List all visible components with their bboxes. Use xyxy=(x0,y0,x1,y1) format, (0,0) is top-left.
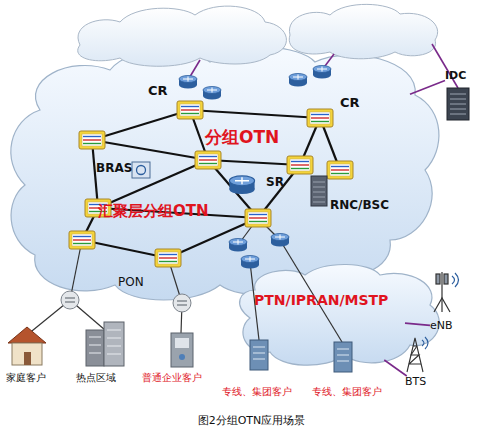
node-label: BTS xyxy=(405,376,426,389)
node-label: 专线、集团客户 xyxy=(312,386,382,398)
building xyxy=(86,330,104,366)
router-label: CR xyxy=(340,96,360,111)
node-label: IDC xyxy=(445,70,466,83)
leased-line-device xyxy=(250,340,268,370)
onu-mark xyxy=(65,298,75,302)
node-label: RNC/BSC xyxy=(330,199,389,213)
antenna-panel xyxy=(444,274,448,284)
node-label: 普通企业客户 xyxy=(142,372,202,384)
router-label: SR xyxy=(266,176,284,190)
otn-switch xyxy=(307,109,333,127)
datacenter-label: IDC xyxy=(445,70,466,83)
otn-switch xyxy=(155,249,181,267)
controller-label: RNC/BSC xyxy=(330,199,389,213)
router-icon xyxy=(289,74,307,87)
node-label: eNB xyxy=(430,320,453,333)
cloud-shape xyxy=(240,264,440,365)
idc-rack-icon xyxy=(447,88,469,120)
antenna-base xyxy=(434,298,450,312)
antenna-panel xyxy=(436,274,440,284)
customer-label: 普通企业客户 xyxy=(142,372,202,384)
antenna-pole xyxy=(441,272,442,312)
rack-slots xyxy=(450,94,466,114)
building xyxy=(104,322,124,366)
onu-icon xyxy=(61,291,79,309)
otn-switch xyxy=(245,209,271,227)
node-label: 家庭客户 xyxy=(6,372,46,384)
bras-box xyxy=(132,162,150,178)
customer-label: 家庭客户 xyxy=(6,372,46,384)
node-label: CR xyxy=(148,84,168,99)
router-icon xyxy=(179,76,197,89)
cloud-shape xyxy=(11,47,439,300)
network-name: 汇聚层分组OTN xyxy=(98,203,209,220)
router-icon xyxy=(229,239,247,252)
router-icon xyxy=(313,66,331,79)
house-icon xyxy=(8,327,46,365)
enterprise-panel xyxy=(175,338,189,348)
node-label: BRAS xyxy=(96,162,132,176)
router-label: CR xyxy=(148,84,168,99)
onu-mark xyxy=(177,301,187,305)
router-icon xyxy=(203,87,221,100)
node-label: PON xyxy=(118,276,144,290)
network-link xyxy=(384,360,406,376)
cabinet-slots xyxy=(313,182,325,202)
router-icon xyxy=(271,234,289,247)
bras-ring xyxy=(137,166,146,175)
outer-cloud xyxy=(78,6,287,66)
enterprise-light xyxy=(179,354,185,360)
node-label: 热点区域 xyxy=(76,372,116,384)
customer-label: 专线、集团客户 xyxy=(312,386,382,398)
otn-switch xyxy=(327,161,353,179)
tower-lattice xyxy=(409,346,421,364)
base-station-label: BTS xyxy=(405,376,426,389)
otn-switch xyxy=(177,101,203,119)
device-body xyxy=(250,340,268,370)
onu-icon xyxy=(173,294,191,312)
device-slots xyxy=(337,349,349,361)
device-slots xyxy=(253,347,265,359)
house-wall xyxy=(12,343,42,365)
enterprise-cabinet xyxy=(171,333,193,367)
house-door xyxy=(24,352,31,365)
house-roof xyxy=(8,327,46,343)
otn-switch xyxy=(79,131,105,149)
enterprise-icon xyxy=(171,333,193,367)
enb-antenna xyxy=(434,272,459,312)
customer-label: 热点区域 xyxy=(76,372,116,384)
customer-label: 专线、集团客户 xyxy=(222,386,292,398)
sr-router-icon xyxy=(229,176,254,194)
outer-cloud xyxy=(289,4,437,58)
rnc-cabinet-icon xyxy=(311,176,327,206)
network-name: 分组OTN xyxy=(205,128,279,148)
leased-line-device xyxy=(334,342,352,372)
node-label: CR xyxy=(340,96,360,111)
building-windows xyxy=(89,330,121,354)
otn-switch xyxy=(195,151,221,169)
bras-label: BRAS xyxy=(96,162,132,176)
radio-waves xyxy=(452,273,459,287)
otn-switch xyxy=(69,231,95,249)
buildings-icon xyxy=(86,322,124,366)
onu-body xyxy=(61,291,79,309)
node-label: 专线、集团客户 xyxy=(222,386,292,398)
figure-caption: 图2分组OTN应用场景 xyxy=(0,413,503,428)
onu-body xyxy=(173,294,191,312)
access-label: PON xyxy=(118,276,144,290)
otn-switch xyxy=(287,156,313,174)
bras-icon xyxy=(132,162,150,178)
device-body xyxy=(334,342,352,372)
rack-body xyxy=(447,88,469,120)
cabinet-body xyxy=(311,176,327,206)
base-station-label: eNB xyxy=(430,320,453,333)
node-label: SR xyxy=(266,176,284,190)
network-name: PTN/IPRAN/MSTP xyxy=(254,292,388,308)
router-icon xyxy=(241,256,259,269)
